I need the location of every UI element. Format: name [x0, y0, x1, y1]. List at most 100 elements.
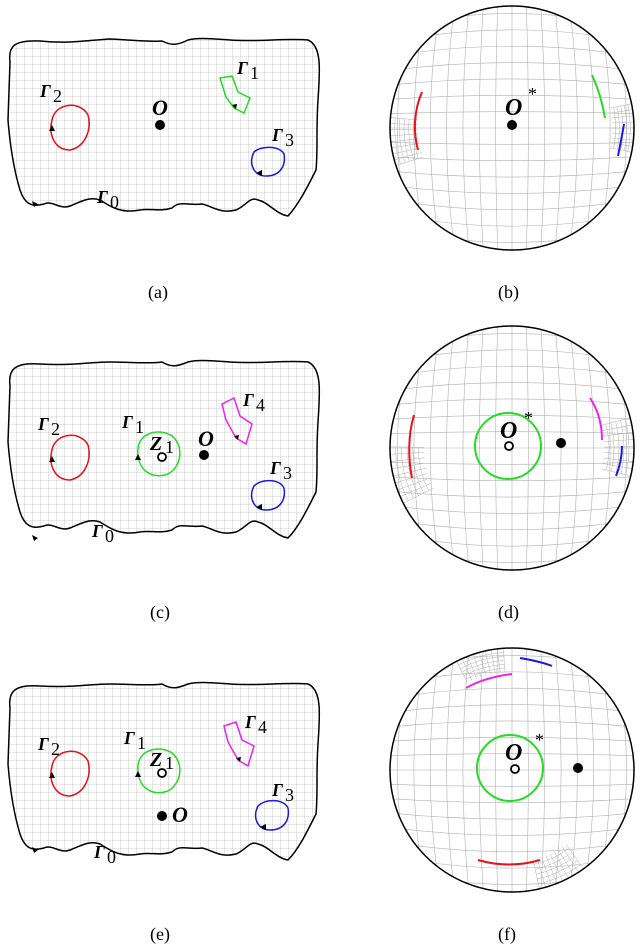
curve-gamma4 [223, 721, 255, 768]
point-z1-image [504, 441, 514, 451]
point-o-image [573, 763, 583, 773]
arrow-icon [32, 847, 38, 853]
label-gamma3: Γ [271, 125, 283, 145]
curve-gamma4 [221, 396, 253, 446]
grid-line [535, 852, 573, 870]
grid-line [390, 462, 634, 465]
grid-line [390, 62, 634, 71]
point-o [155, 120, 165, 130]
grid-line [463, 664, 505, 676]
label-gamma3: Γ [269, 458, 281, 478]
panel-a: O Γ 2 Γ 1 Γ 3 Γ 0 (a) [7, 37, 321, 303]
grid-line [533, 848, 570, 865]
grid-line [390, 704, 634, 713]
grid-line [390, 156, 634, 162]
grid-line [615, 421, 620, 473]
grid-line [390, 398, 634, 406]
label-gamma0: Γ [91, 521, 103, 541]
point-z1-image [510, 764, 520, 774]
label-gamma1-sub: 1 [137, 733, 146, 753]
grid-line [390, 505, 634, 514]
image-gamma1 [474, 412, 542, 480]
grid-line [390, 519, 634, 531]
grid-line [390, 382, 634, 391]
arrow-icon [256, 170, 262, 176]
unit-circle [389, 647, 635, 893]
label-gamma1: Γ [121, 412, 133, 432]
grid-line [390, 841, 634, 853]
grid-line [413, 119, 419, 159]
image-gamma3 [617, 123, 625, 157]
arrow-icon [232, 104, 237, 109]
grid-line [403, 118, 410, 162]
curve-gamma1 [137, 748, 181, 794]
grid-line [610, 422, 615, 472]
label-o-star: O [505, 740, 522, 766]
label-gamma1-sub: 1 [135, 417, 144, 437]
curve-gamma2 [50, 434, 90, 481]
label-o: O [198, 426, 214, 451]
label-o: O [172, 802, 188, 827]
curve-gamma1 [219, 75, 251, 115]
point-z1 [157, 452, 167, 462]
curve-gamma2 [50, 104, 90, 151]
grid-line [458, 652, 504, 666]
grid-line [624, 105, 627, 151]
caption-d: (d) [498, 602, 519, 623]
label-gamma0-sub: 0 [110, 192, 119, 212]
grid-line [390, 784, 634, 787]
grid-line [390, 142, 634, 145]
point-o-image [556, 438, 566, 448]
label-z-sub: 1 [165, 437, 174, 457]
label-o-star-sup: * [528, 84, 537, 104]
grid-line [390, 736, 634, 742]
arrow-icon [236, 757, 241, 762]
grid-line [536, 856, 576, 875]
label-o-star-sup: * [535, 730, 544, 750]
grid-line [625, 418, 630, 475]
grid-line [538, 864, 581, 885]
grid-line [390, 687, 634, 699]
point-o-star [507, 120, 517, 130]
panel-f: O * (f) [389, 647, 635, 945]
arrow-icon [49, 125, 55, 131]
image-gamma2 [408, 414, 415, 479]
label-gamma2-sub: 2 [51, 419, 60, 439]
label-o-star-sup: * [524, 408, 533, 428]
grid-line [390, 827, 634, 836]
image-gamma2 [477, 859, 541, 866]
arrow-icon [49, 456, 55, 462]
point-z1 [157, 768, 167, 778]
domain-grid [8, 360, 320, 538]
label-z: Z [149, 433, 162, 455]
label-o-star: O [505, 95, 522, 121]
grid-line [613, 107, 616, 149]
label-o-star: O [500, 418, 517, 444]
grid-line [390, 45, 634, 57]
label-z: Z [149, 749, 162, 771]
grid-line [616, 106, 620, 150]
panel-c: Z 1 O Γ 2 Γ 1 Γ 4 Γ 3 Γ 0 (c) [7, 359, 321, 623]
label-gamma2-sub: 2 [53, 86, 62, 106]
grid-line [390, 414, 634, 420]
grid-line [394, 117, 401, 165]
label-z-sub: 1 [165, 753, 174, 773]
grid-line [465, 668, 505, 680]
label-gamma2: Γ [37, 414, 49, 434]
image-gamma4 [589, 397, 603, 441]
unit-circle [389, 325, 635, 571]
grid-line [390, 365, 634, 377]
grid-line [609, 147, 632, 153]
grid-line [390, 199, 634, 211]
label-o: O [152, 95, 168, 120]
curve-gamma2 [50, 750, 90, 797]
arrow-icon [32, 535, 38, 541]
label-gamma1: Γ [236, 58, 248, 78]
grid-line [408, 119, 414, 161]
grid-line [401, 447, 414, 499]
grid-line [406, 447, 419, 496]
label-gamma4-sub: 4 [258, 717, 267, 737]
grid-line [412, 447, 424, 494]
panel-e: Z 1 O Γ 2 Γ 1 Γ 4 Γ 3 Γ 0 (e) [7, 681, 321, 945]
